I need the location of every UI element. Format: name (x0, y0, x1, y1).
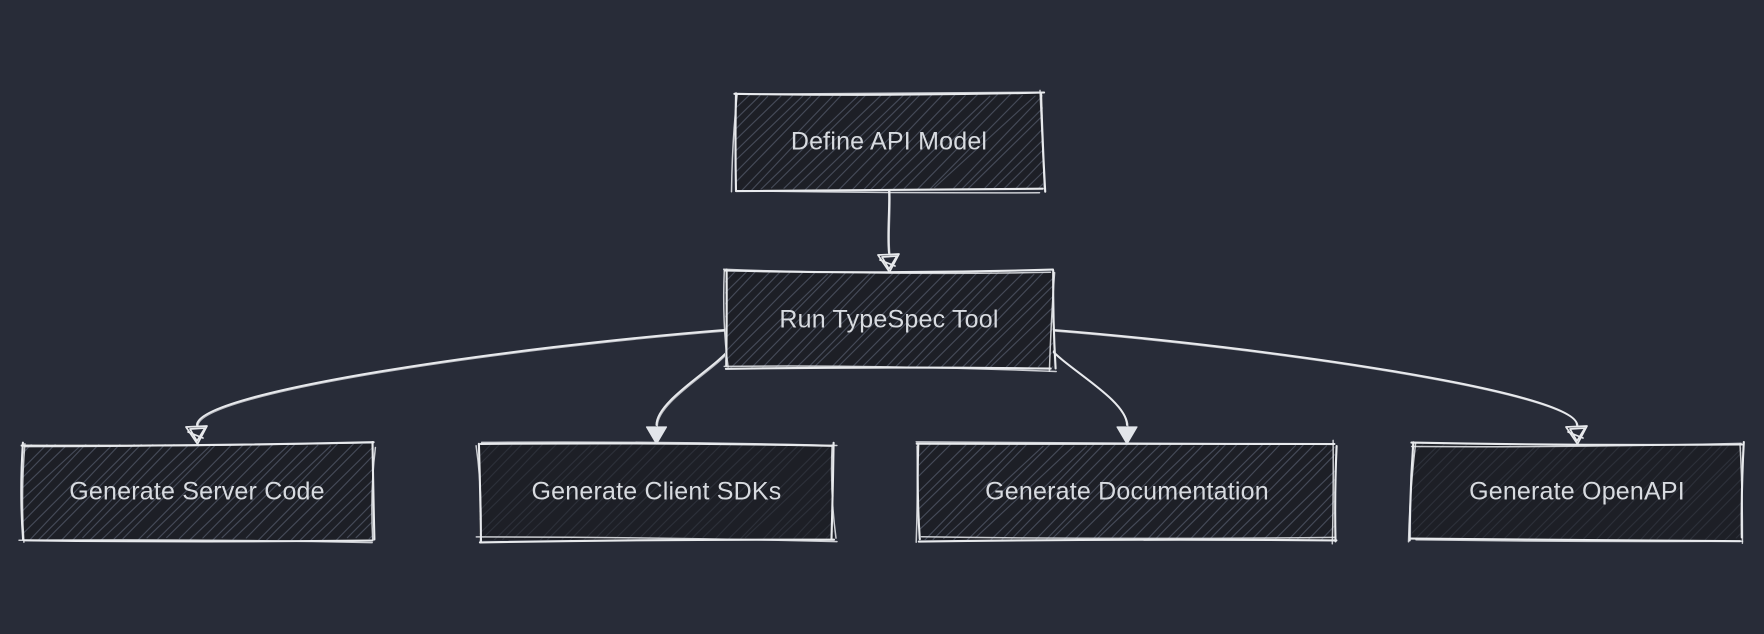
node-border-stroke (1039, 89, 1046, 190)
node-border-stroke (21, 443, 26, 543)
flow-edge-e2 (196, 327, 891, 427)
flow-node-run[interactable] (620, 268, 1275, 373)
node-border-stroke (1331, 439, 1334, 545)
node-border-stroke (20, 441, 25, 541)
nodes-layer (0, 89, 1764, 545)
flow-node-server[interactable] (0, 441, 594, 544)
node-border-stroke (1052, 269, 1057, 370)
node-label-server: Generate Server Code (69, 478, 325, 506)
arrowhead-solid (645, 426, 668, 445)
flow-edge-e1 (887, 189, 891, 255)
arrowhead-inner-stroke (879, 259, 896, 267)
node-border-stroke (23, 539, 374, 543)
node-hatch-fill (22, 444, 372, 540)
node-background (479, 444, 834, 540)
node-label-run: Run TypeSpec Tool (779, 306, 998, 334)
edge-stroke-ghost (197, 328, 891, 427)
node-label-sdk: Generate Client SDKs (532, 478, 782, 506)
node-label-openapi: Generate OpenAPI (1469, 478, 1685, 506)
node-label-define: Define API Model (791, 128, 987, 156)
node-border-stroke (920, 536, 1336, 540)
arrowhead-inner-stroke (187, 431, 204, 439)
node-border-stroke (1415, 539, 1744, 543)
edge-stroke (887, 189, 891, 254)
node-border-stroke (737, 91, 1042, 96)
arrowhead-shape (645, 426, 668, 445)
arrowheads-layer (185, 253, 1588, 445)
flow-node-define[interactable] (628, 89, 1264, 194)
node-border-stroke (24, 441, 375, 448)
node-border-stroke (371, 446, 377, 542)
node-label-docs: Generate Documentation (985, 478, 1269, 506)
arrowhead-open (185, 425, 208, 445)
node-border-stroke (475, 445, 482, 544)
node-hatch-fill (919, 444, 1335, 540)
node-border-stroke (1410, 442, 1742, 448)
node-hatch-fill (479, 444, 834, 540)
node-border-stroke (1739, 442, 1744, 545)
node-border-stroke (478, 538, 836, 544)
edge-stroke-ghost (889, 328, 1579, 427)
node-hatch-fill (725, 272, 1053, 368)
node-border-stroke (475, 536, 838, 543)
node-hatch-fill (1412, 444, 1742, 540)
node-background (22, 444, 372, 540)
arrowhead-shape (185, 425, 208, 445)
node-border-stroke (830, 441, 835, 540)
arrowhead-open (1565, 425, 1588, 445)
node-border-stroke (722, 269, 729, 368)
flow-node-openapi[interactable] (1306, 440, 1764, 545)
node-border-stroke (1048, 271, 1056, 373)
flow-node-docs[interactable] (813, 439, 1558, 545)
edge-stroke-ghost (888, 190, 891, 255)
arrowhead-solid (1116, 426, 1138, 445)
node-border-stroke (730, 94, 738, 193)
edge-stroke (196, 327, 890, 426)
arrowhead-shape (1116, 426, 1138, 445)
arrowhead-open (877, 253, 900, 273)
node-hatch-fill (735, 94, 1043, 190)
node-border-stroke (371, 441, 376, 541)
flow-node-sdk[interactable] (373, 441, 1063, 544)
node-border-stroke (724, 366, 1052, 370)
node-border-stroke (722, 268, 1052, 275)
node-border-stroke (18, 539, 373, 544)
node-border-stroke (1334, 445, 1338, 543)
node-border-stroke (830, 444, 837, 539)
node-border-stroke (1407, 442, 1417, 543)
arrowhead-shape (877, 253, 900, 273)
flow-edge-e5 (888, 327, 1579, 427)
arrowhead-shape (1565, 425, 1588, 445)
node-background (1412, 444, 1742, 540)
node-border-stroke (736, 190, 1041, 194)
arrowhead-inner-stroke (1567, 431, 1584, 439)
node-border-stroke (915, 445, 919, 543)
node-border-stroke (723, 365, 1057, 373)
node-border-stroke (917, 538, 1338, 543)
